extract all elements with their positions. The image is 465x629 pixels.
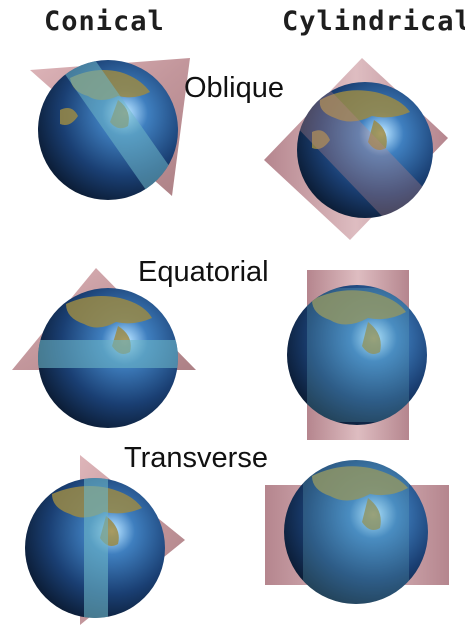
oblique-row-label: Oblique (184, 72, 284, 104)
cylindrical-oblique-illustration (264, 58, 448, 240)
transverse-row-label: Transverse (124, 442, 268, 474)
cylindrical-column-header: Cylindrical (282, 6, 465, 37)
cylindrical-equatorial-illustration (287, 270, 427, 440)
conical-equatorial-illustration (12, 268, 196, 428)
contact-band (303, 460, 409, 604)
conical-column-header: Conical (44, 6, 165, 37)
globe-conical-equatorial (38, 288, 178, 428)
globe-conical-transverse (25, 478, 165, 618)
globe-cylindrical-oblique (297, 82, 433, 218)
cylindrical-transverse-illustration (265, 460, 449, 604)
conical-transverse-illustration (25, 455, 185, 625)
contact-band (84, 478, 108, 618)
equatorial-row-label: Equatorial (138, 256, 269, 288)
contact-band (297, 90, 433, 218)
conical-oblique-illustration (30, 58, 190, 200)
contact-band (307, 288, 409, 422)
globe-cylindrical-transverse (284, 460, 428, 604)
globe-cylindrical-equatorial (287, 285, 427, 425)
contact-band (38, 340, 178, 368)
